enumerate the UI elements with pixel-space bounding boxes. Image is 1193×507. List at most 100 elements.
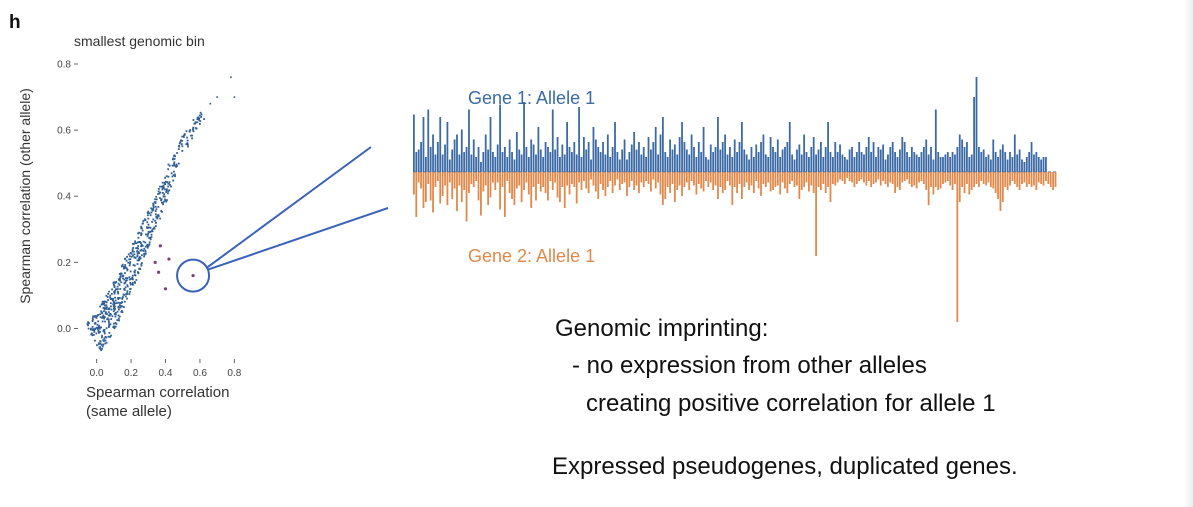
allele2-bar	[573, 172, 576, 187]
allele1-bar	[685, 149, 688, 172]
allele2-bar	[609, 172, 612, 181]
allele2-bar	[542, 172, 545, 187]
allele1-bar	[819, 142, 822, 172]
allele2-bar	[705, 172, 707, 181]
allele2-bar	[626, 172, 628, 196]
scatter-point	[99, 313, 102, 316]
allele1-bar	[477, 147, 480, 172]
allele2-bar	[836, 172, 839, 183]
allele1-bar	[453, 139, 456, 172]
imprinting-heading: Genomic imprinting:	[555, 315, 769, 342]
scatter-point	[168, 181, 171, 183]
allele1-bar	[913, 152, 916, 172]
allele1-bar	[831, 157, 834, 172]
allele2-bar	[654, 172, 657, 189]
allele1-bar	[714, 147, 717, 172]
scatter-point	[157, 214, 160, 216]
scatter-point	[132, 254, 134, 257]
scatter-point	[163, 193, 166, 196]
scatter-point	[97, 343, 100, 346]
allele1-bar	[1006, 159, 1009, 172]
allele1-bar	[748, 159, 750, 172]
scatter-point	[120, 302, 123, 304]
allele1-bar	[963, 147, 966, 172]
scatter-point	[114, 289, 117, 292]
allele2-bar	[638, 172, 640, 193]
scatter-point	[161, 191, 164, 194]
allele2-bar	[970, 172, 973, 190]
scatter-point	[163, 200, 165, 203]
scatter-point	[198, 123, 201, 125]
allele1-bar	[750, 147, 753, 172]
allele2-bar	[1004, 172, 1007, 187]
allele1-bar	[717, 117, 719, 172]
scatter-x-tick-label: 0.0	[90, 368, 104, 379]
allele1-bar	[630, 144, 633, 172]
scatter-point	[146, 235, 149, 238]
scatter-point	[152, 202, 155, 205]
scatter-point	[152, 218, 155, 221]
allele1-bar	[726, 154, 729, 172]
scatter-point	[91, 332, 93, 335]
allele2-bar	[841, 172, 844, 181]
scatter-point	[120, 311, 123, 313]
scatter-outlier-point	[191, 273, 195, 278]
allele2-bar	[659, 172, 662, 195]
scatter-point	[116, 288, 119, 291]
scatter-point	[135, 242, 137, 245]
scatter-point	[94, 339, 96, 342]
scatter-point	[107, 292, 110, 295]
scatter-point	[132, 264, 135, 266]
scatter-point	[133, 264, 136, 267]
allele1-bar	[563, 154, 566, 172]
allele2-bar	[578, 172, 580, 183]
allele2-bar	[997, 172, 999, 199]
allele2-bar	[436, 172, 439, 181]
scatter-y-tick-label: 0.0	[57, 324, 71, 335]
scatter-point	[154, 225, 157, 228]
scatter-point	[154, 210, 157, 212]
scatter-point	[139, 249, 142, 252]
scatter-point	[200, 116, 202, 118]
allele1-bar	[731, 157, 734, 172]
scatter-point	[99, 331, 101, 333]
scatter-point	[178, 142, 181, 145]
scatter-point	[94, 328, 96, 331]
scatter-point	[131, 248, 134, 251]
scatter-point	[111, 315, 114, 318]
allele2-bar	[954, 172, 956, 184]
scatter-point	[132, 250, 135, 253]
allele2-bar	[489, 172, 492, 198]
allele1-bar	[839, 144, 841, 172]
allele2-bar	[621, 172, 624, 184]
scatter-point	[126, 279, 128, 282]
scatter-point	[138, 259, 141, 261]
allele1-bar	[738, 142, 741, 172]
scatter-point	[153, 201, 156, 204]
allele2-bar	[958, 172, 961, 202]
allele2-bar	[506, 172, 509, 181]
allele1-bar	[506, 157, 509, 172]
scatter-point	[146, 246, 149, 249]
scatter-point	[175, 163, 178, 166]
scatter-point	[114, 313, 117, 316]
scatter-point	[91, 320, 94, 323]
allele1-bar	[951, 152, 954, 172]
allele2-bar	[446, 172, 449, 205]
allele1-bar	[898, 149, 901, 172]
scatter-outlier-point	[163, 287, 168, 291]
scatter-point	[138, 252, 141, 255]
scatter-point	[98, 324, 100, 327]
scatter-point	[99, 346, 102, 349]
allele1-bar	[934, 109, 937, 172]
allele1-bar	[518, 149, 521, 172]
allele2-bar	[774, 172, 777, 187]
scatter-point	[167, 168, 170, 171]
scatter-point	[113, 308, 116, 311]
scatter-point	[98, 331, 100, 334]
allele1-bar	[776, 139, 779, 172]
scatter-point	[97, 330, 100, 332]
scatter-point	[107, 299, 110, 301]
allele1-bar	[985, 157, 987, 172]
scatter-point	[192, 130, 195, 133]
